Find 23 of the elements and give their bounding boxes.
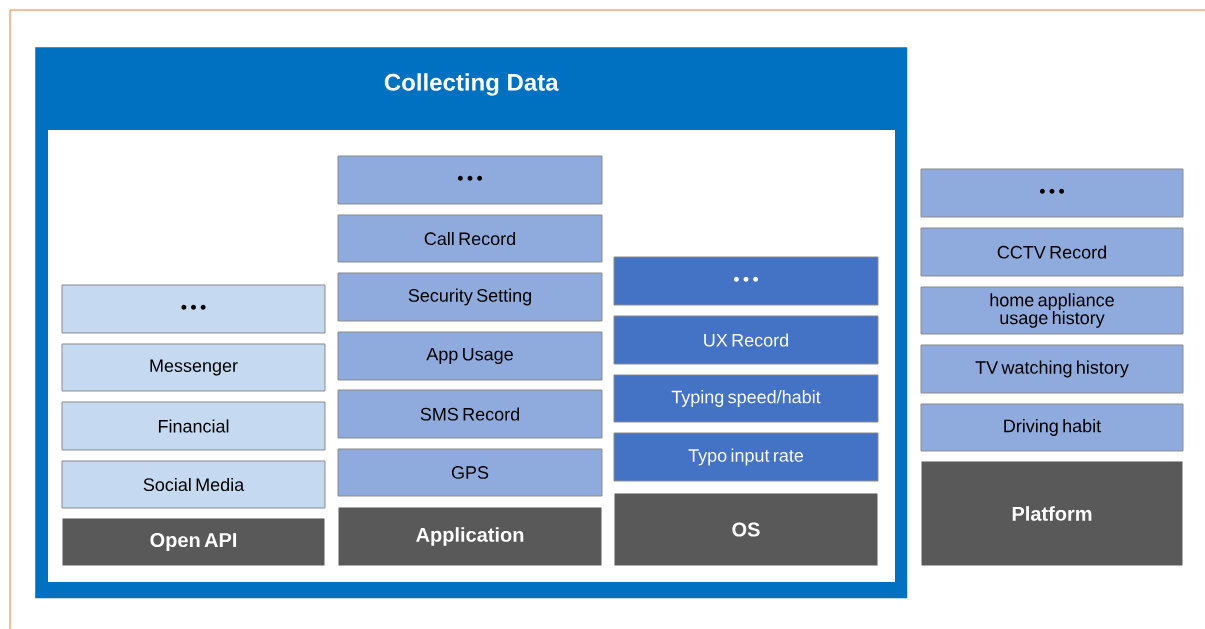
category-box: Platform [920, 460, 1184, 567]
data-box: Financial [61, 401, 326, 451]
data-box: UX Record [613, 315, 879, 365]
data-box: App Usage [337, 331, 603, 381]
data-box: home appliance usage history [920, 286, 1184, 335]
data-box: CCTV Record [920, 227, 1184, 277]
data-box: Social Media [61, 460, 326, 509]
category-box: Application [337, 506, 603, 567]
data-box: Typo input rate [613, 432, 879, 482]
data-box: • • • [920, 168, 1184, 218]
data-box: TV watching history [920, 344, 1184, 394]
category-box: Open API [61, 517, 326, 567]
data-box: GPS [337, 448, 603, 497]
category-box: OS [613, 492, 879, 567]
data-box: • • • [613, 256, 879, 306]
data-box: Security Setting [337, 272, 603, 322]
data-box: Messenger [61, 343, 326, 392]
data-box: Driving habit [920, 403, 1184, 452]
data-box: Typing speed/habit [613, 374, 879, 423]
data-box: Call Record [337, 214, 603, 263]
data-box: • • • [61, 284, 326, 334]
data-box: SMS Record [337, 389, 603, 439]
data-box: • • • [337, 155, 603, 205]
